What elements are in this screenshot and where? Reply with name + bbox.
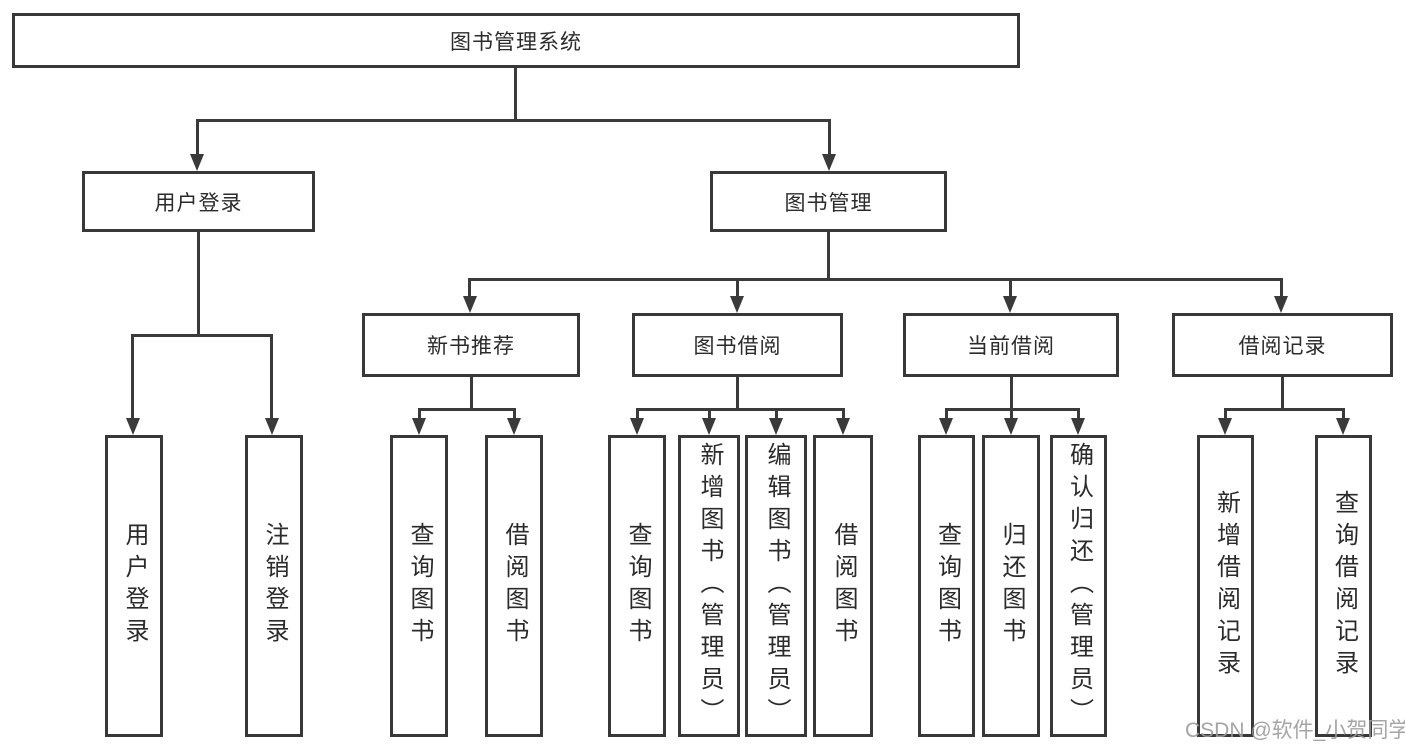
leaf-current-query-books: 查询图书 bbox=[918, 435, 975, 737]
leaf-borrowing-edit-books-admin: 编辑图书（管理员） bbox=[745, 435, 807, 737]
connector-line bbox=[468, 278, 471, 299]
leaf-borrowing-edit-books-admin-label: 编辑图书（管理员） bbox=[763, 442, 790, 730]
arrow-down-icon bbox=[939, 418, 953, 435]
leaf-recommend-query-books: 查询图书 bbox=[390, 435, 448, 737]
connector-line bbox=[468, 278, 1283, 281]
connector-line bbox=[131, 334, 273, 337]
connector-line bbox=[513, 408, 516, 422]
arrow-down-icon bbox=[1003, 296, 1017, 313]
leaf-logout-login-label: 注销登录 bbox=[261, 522, 288, 650]
connector-line bbox=[196, 119, 199, 157]
leaf-current-return-books-label: 归还图书 bbox=[998, 522, 1025, 650]
connector-line bbox=[131, 334, 134, 420]
leaf-current-confirm-return-admin: 确认归还（管理员） bbox=[1050, 435, 1107, 737]
leaf-records-query-record: 查询借阅记录 bbox=[1315, 435, 1372, 737]
connector-line bbox=[842, 408, 845, 422]
connector-line bbox=[1009, 278, 1012, 299]
leaf-borrowing-borrow-books-label: 借阅图书 bbox=[830, 522, 857, 650]
node-root-label: 图书管理系统 bbox=[450, 30, 582, 54]
leaf-borrowing-add-books-admin-label: 新增图书（管理员） bbox=[696, 442, 723, 730]
connector-line bbox=[827, 232, 830, 280]
arrow-down-icon bbox=[1004, 418, 1018, 435]
leaf-user-login: 用户登录 bbox=[105, 435, 163, 737]
arrow-down-icon bbox=[702, 418, 716, 435]
connector-line bbox=[1281, 377, 1284, 410]
arrow-down-icon bbox=[507, 418, 521, 435]
node-book-management: 图书管理 bbox=[710, 171, 947, 232]
connector-line bbox=[514, 68, 517, 121]
connector-line bbox=[470, 377, 473, 410]
leaf-recommend-borrow-books-label: 借阅图书 bbox=[501, 522, 528, 650]
node-book-borrowing-label: 图书借阅 bbox=[693, 335, 782, 358]
node-book-management-label: 图书管理 bbox=[784, 191, 873, 215]
node-user-login-label: 用户登录 bbox=[154, 191, 243, 215]
arrow-down-icon bbox=[836, 418, 850, 435]
connector-line bbox=[1010, 408, 1013, 422]
connector-line bbox=[736, 278, 739, 299]
connector-line bbox=[1010, 377, 1013, 410]
arrow-down-icon bbox=[1218, 418, 1232, 435]
connector-line bbox=[636, 408, 639, 422]
node-current-borrowing-label: 当前借阅 bbox=[967, 335, 1055, 358]
node-root: 图书管理系统 bbox=[12, 13, 1020, 68]
connector-line bbox=[197, 232, 200, 336]
arrow-down-icon bbox=[190, 154, 204, 171]
arrow-down-icon bbox=[630, 418, 644, 435]
connector-line bbox=[196, 119, 831, 122]
connector-line bbox=[418, 408, 421, 422]
connector-line bbox=[1077, 408, 1080, 422]
leaf-recommend-borrow-books: 借阅图书 bbox=[485, 435, 543, 737]
connector-line bbox=[1224, 408, 1344, 411]
connector-line bbox=[1342, 408, 1345, 422]
arrow-down-icon bbox=[730, 296, 744, 313]
arrow-down-icon bbox=[463, 296, 477, 313]
connector-line bbox=[736, 377, 739, 410]
leaf-borrowing-borrow-books: 借阅图书 bbox=[813, 435, 873, 737]
connector-line bbox=[270, 334, 273, 420]
node-new-book-recommend-label: 新书推荐 bbox=[427, 335, 515, 358]
connector-line bbox=[636, 408, 845, 411]
csdn-watermark: CSDN @软件_小贺同学 bbox=[1185, 719, 1405, 742]
connector-line bbox=[945, 408, 948, 422]
leaf-logout-login: 注销登录 bbox=[245, 435, 303, 737]
node-borrowing-records-label: 借阅记录 bbox=[1238, 335, 1327, 358]
leaf-current-query-books-label: 查询图书 bbox=[933, 522, 961, 650]
node-book-borrowing: 图书借阅 bbox=[632, 313, 843, 377]
connector-line bbox=[708, 408, 711, 422]
connector-line bbox=[1280, 278, 1283, 299]
connector-line bbox=[418, 408, 516, 411]
leaf-current-confirm-return-admin-label: 确认归还（管理员） bbox=[1065, 442, 1093, 730]
leaf-user-login-label: 用户登录 bbox=[121, 522, 148, 650]
node-user-login: 用户登录 bbox=[82, 171, 315, 232]
node-borrowing-records: 借阅记录 bbox=[1172, 313, 1393, 377]
leaf-borrowing-query-books: 查询图书 bbox=[608, 435, 666, 737]
connector-line bbox=[775, 408, 778, 422]
arrow-down-icon bbox=[126, 418, 140, 435]
leaf-borrowing-add-books-admin: 新增图书（管理员） bbox=[678, 435, 740, 737]
arrow-down-icon bbox=[265, 418, 279, 435]
node-new-book-recommend: 新书推荐 bbox=[362, 313, 580, 377]
arrow-down-icon bbox=[1071, 418, 1085, 435]
leaf-records-query-record-label: 查询借阅记录 bbox=[1330, 490, 1358, 682]
arrow-down-icon bbox=[1336, 418, 1350, 435]
connector-line bbox=[828, 119, 831, 157]
leaf-recommend-query-books-label: 查询图书 bbox=[406, 522, 433, 650]
leaf-current-return-books: 归还图书 bbox=[982, 435, 1040, 737]
leaf-borrowing-query-books-label: 查询图书 bbox=[624, 522, 651, 650]
arrow-down-icon bbox=[822, 154, 836, 171]
arrow-down-icon bbox=[769, 418, 783, 435]
arrow-down-icon bbox=[1274, 296, 1288, 313]
node-current-borrowing: 当前借阅 bbox=[903, 313, 1119, 377]
leaf-records-add-record: 新增借阅记录 bbox=[1197, 435, 1254, 737]
arrow-down-icon bbox=[412, 418, 426, 435]
connector-line bbox=[1224, 408, 1227, 422]
leaf-records-add-record-label: 新增借阅记录 bbox=[1212, 490, 1240, 682]
